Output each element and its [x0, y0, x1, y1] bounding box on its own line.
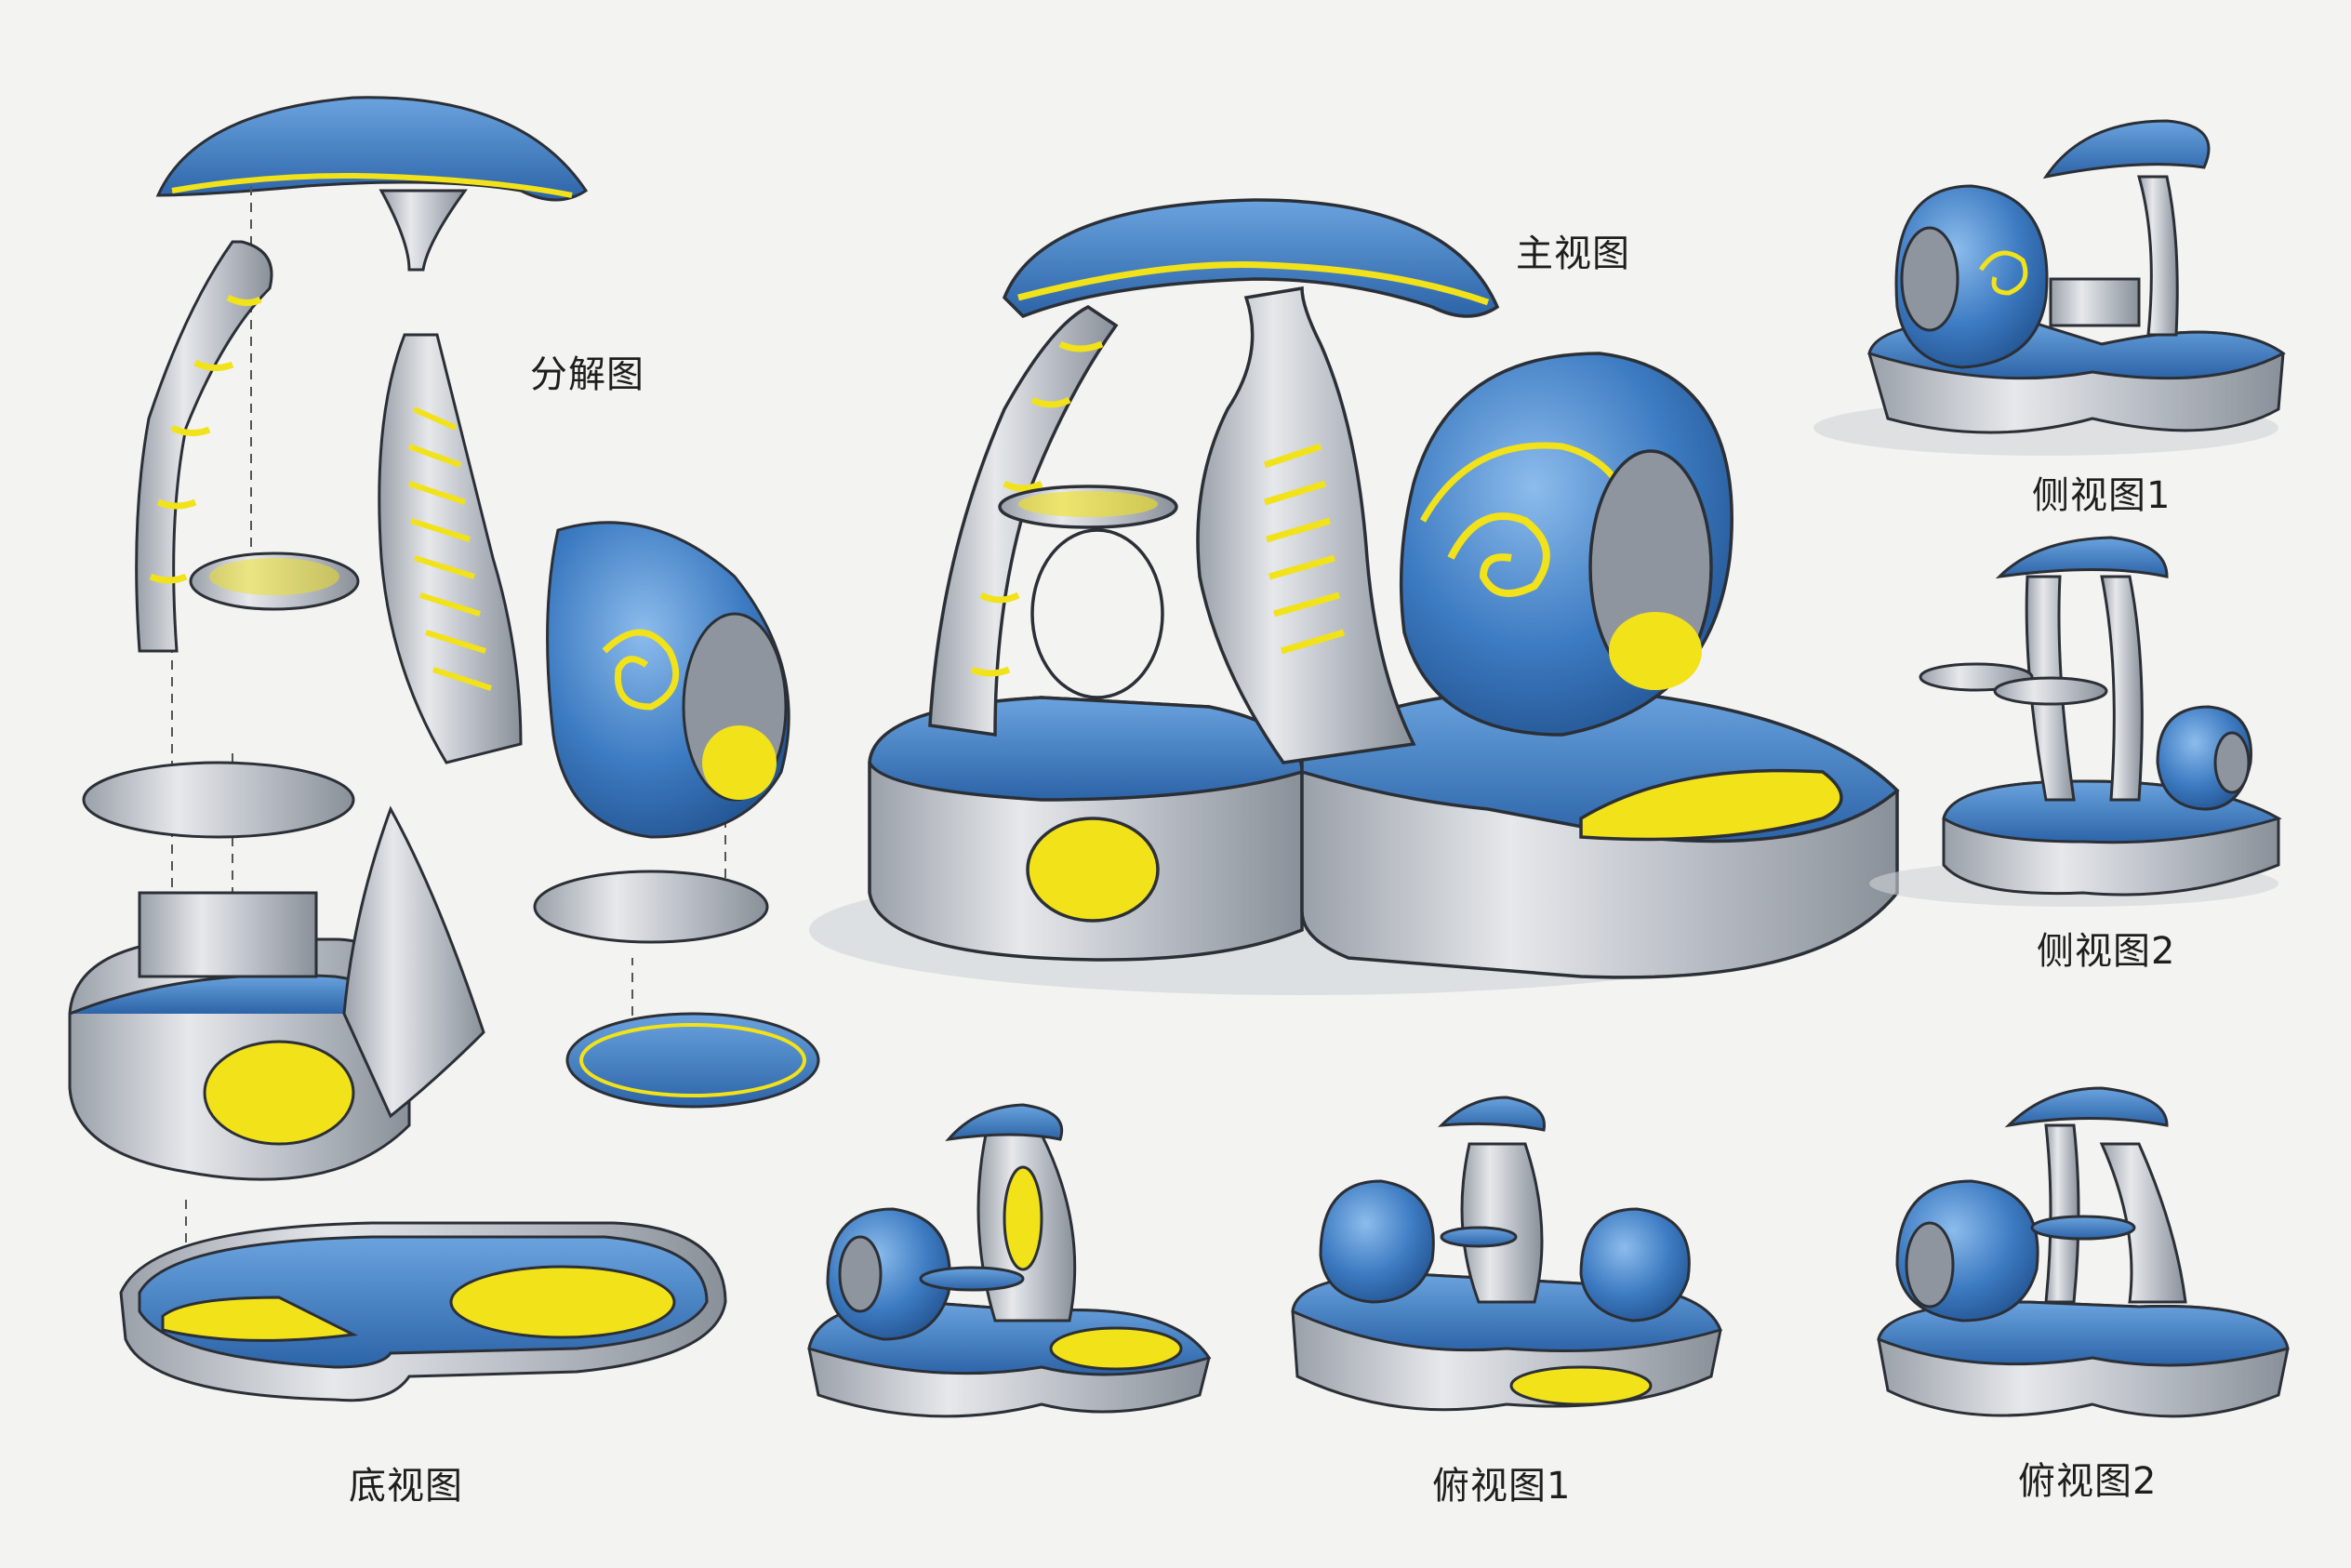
front-base-window — [1026, 817, 1160, 923]
top-view-2 — [1877, 1086, 2290, 1418]
front-curved-arm — [928, 304, 1119, 737]
tray-pad-left — [161, 1296, 359, 1342]
base-plate-right — [533, 870, 769, 944]
label-exploded-view: 分解图 — [530, 353, 644, 396]
label-top-view-2: 俯视图2 — [2018, 1460, 2158, 1503]
side-view-1 — [1813, 119, 2286, 456]
exploded-view — [68, 96, 820, 1402]
ribbed-fin-part — [378, 333, 523, 764]
top-view-1b — [1291, 1096, 1723, 1412]
cushion-pad — [565, 1012, 820, 1109]
lower-base-window — [203, 1040, 355, 1146]
canopy-part — [155, 96, 589, 202]
top-view-1a — [807, 1103, 1212, 1418]
label-side-view-1: 侧视图1 — [2032, 474, 2172, 517]
side2-canopy — [1995, 536, 2169, 579]
side1-stem — [2137, 175, 2179, 337]
front-base-pad — [1579, 768, 1843, 842]
front-canopy — [1002, 198, 1500, 319]
tray-pad-right — [449, 1265, 676, 1339]
side-view-2 — [1869, 536, 2282, 907]
label-top-view-1: 俯视图1 — [1432, 1465, 1572, 1508]
front-stem-opening — [1030, 528, 1164, 699]
label-side-view-2: 侧视图2 — [2037, 930, 2176, 973]
label-bottom-view: 底视图 — [349, 1465, 463, 1508]
base-plate-left — [82, 761, 355, 839]
side1-canopy — [2042, 119, 2211, 179]
label-front-view: 主视图 — [1516, 233, 1630, 275]
canopy-stem — [379, 189, 468, 272]
front-view — [809, 198, 1900, 995]
